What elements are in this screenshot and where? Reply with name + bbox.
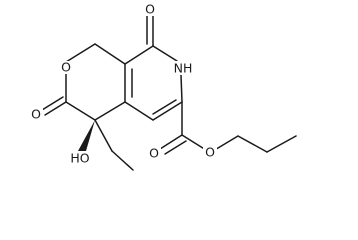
bond-c8a-c8: [124, 45, 154, 65]
bond-c8a-c1: [94, 43, 126, 65]
bond-propyl-1-2: [237, 135, 268, 153]
atom-ring-nitrogen: NH: [174, 61, 193, 76]
bond-ester-c-o-double-b: [164, 140, 187, 155]
atom-labels: O O O NH O O HO: [29, 2, 217, 166]
atom-lactone-carbonyl-oxygen: O: [31, 107, 41, 122]
bond-nh-c6: [180, 74, 183, 103]
bond-propyl-2-3: [266, 135, 297, 153]
chemical-structure: O O O NH O O HO: [29, 1, 297, 171]
bond-o-propyl-1: [212, 135, 239, 152]
bond-c4-c4a: [94, 101, 126, 121]
bond-ester-c-o-double-a: [159, 134, 183, 150]
bond-c5-c4a: [124, 101, 154, 121]
bond-c8-nh: [152, 45, 178, 62]
wedge-bond-c4-oh: [78, 120, 95, 151]
bond-c3-o-double-b: [41, 96, 64, 111]
bond-ch2-o: [65, 43, 96, 63]
atom-ester-oxygen: O: [205, 145, 215, 160]
bonds: [41, 15, 297, 171]
bond-ester-c-o: [181, 134, 207, 151]
bond-c3-c4: [65, 101, 96, 121]
atom-hydroxyl: HO: [70, 151, 89, 166]
atom-ester-carbonyl-oxygen: O: [149, 146, 159, 161]
atom-ring-oxygen: O: [61, 60, 71, 75]
atom-pyridone-carbonyl-oxygen: O: [145, 2, 155, 17]
bond-ethyl-1-2: [111, 150, 134, 171]
bond-c4-ethyl-1: [94, 119, 113, 152]
bond-c3-o-double-a: [44, 101, 67, 116]
bond-c5-c6-inner: [152, 99, 177, 115]
bond-c6-c5: [152, 101, 183, 121]
